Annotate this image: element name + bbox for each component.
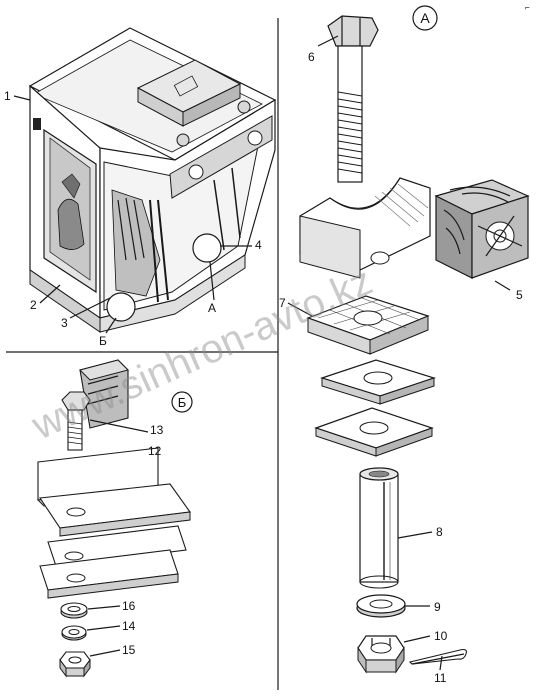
callout-5: 5: [516, 288, 523, 302]
leader-14: [86, 625, 121, 631]
callout-9: 9: [434, 600, 441, 614]
view-b-circle: [171, 391, 193, 413]
front-lamp-left: [188, 164, 204, 180]
control-console: [111, 189, 161, 297]
washer-9: [356, 594, 406, 618]
spacer-plate-upper: [320, 359, 436, 405]
sleeve-8: [359, 467, 399, 589]
bolt-6-head: [327, 15, 379, 47]
callout-4: 4: [255, 238, 262, 252]
cab-illustration: [28, 27, 277, 333]
callout-13: 13: [150, 423, 164, 437]
view-a-circle: [412, 5, 438, 31]
seat-detail: [61, 173, 81, 199]
b-bracket: [79, 359, 129, 429]
leader-15: [89, 649, 121, 657]
b-plate-middle: [39, 483, 191, 537]
detail-circle-b: [106, 292, 136, 322]
leader-11: [439, 655, 443, 671]
roof-box-front: [182, 83, 241, 127]
spacer-plate-lower: [314, 407, 434, 457]
b-plate-lower: [39, 525, 187, 599]
callout-16: 16: [122, 599, 136, 613]
callout-6: 6: [308, 50, 315, 64]
cotter-pin-11: [408, 648, 467, 665]
roof-light-left: [176, 133, 190, 147]
callout-3: 3: [61, 316, 68, 330]
control-levers: [149, 199, 169, 303]
roof-light-right: [237, 100, 251, 114]
callout-a-pointer: A: [208, 301, 216, 315]
callout-b-pointer: Б: [99, 334, 107, 348]
callout-8: 8: [436, 525, 443, 539]
callout-1: 1: [4, 89, 11, 103]
cab-left-floor-edge: [29, 269, 101, 333]
view-b-letter: Б: [178, 395, 187, 410]
plate-7: [306, 295, 430, 355]
leader-13: [89, 419, 149, 433]
operator-seat: [57, 198, 85, 250]
castle-nut-10: [357, 635, 405, 674]
bolt-6: [317, 15, 379, 183]
saddle-bracket: [299, 177, 431, 279]
leader-10: [403, 635, 431, 643]
door-handle: [33, 118, 41, 130]
callout-2: 2: [30, 298, 37, 312]
bolt-13: [61, 391, 91, 451]
leader-7: [287, 302, 313, 317]
nut-15: [59, 651, 91, 678]
callout-14: 14: [122, 619, 136, 633]
spring-washer-14: [61, 625, 87, 641]
view-a-letter: A: [420, 10, 430, 26]
washer-16: [60, 602, 88, 619]
leader-5: [494, 280, 511, 291]
detail-circle-a: [192, 233, 222, 263]
rubber-block-5: [434, 179, 530, 279]
roof-box-label: [173, 75, 199, 97]
front-struts: [213, 167, 241, 251]
front-lamp-right: [247, 130, 263, 146]
leader-8: [397, 531, 433, 539]
corner-mark: ⌐: [525, 3, 530, 12]
callout-7: 7: [279, 296, 286, 310]
leader-16: [87, 605, 121, 610]
callout-10: 10: [434, 629, 448, 643]
callout-12: 12: [148, 444, 162, 458]
callout-15: 15: [122, 643, 136, 657]
callout-11: 11: [434, 671, 447, 685]
cab-leaders: [13, 95, 252, 334]
console-lines: [117, 197, 145, 261]
